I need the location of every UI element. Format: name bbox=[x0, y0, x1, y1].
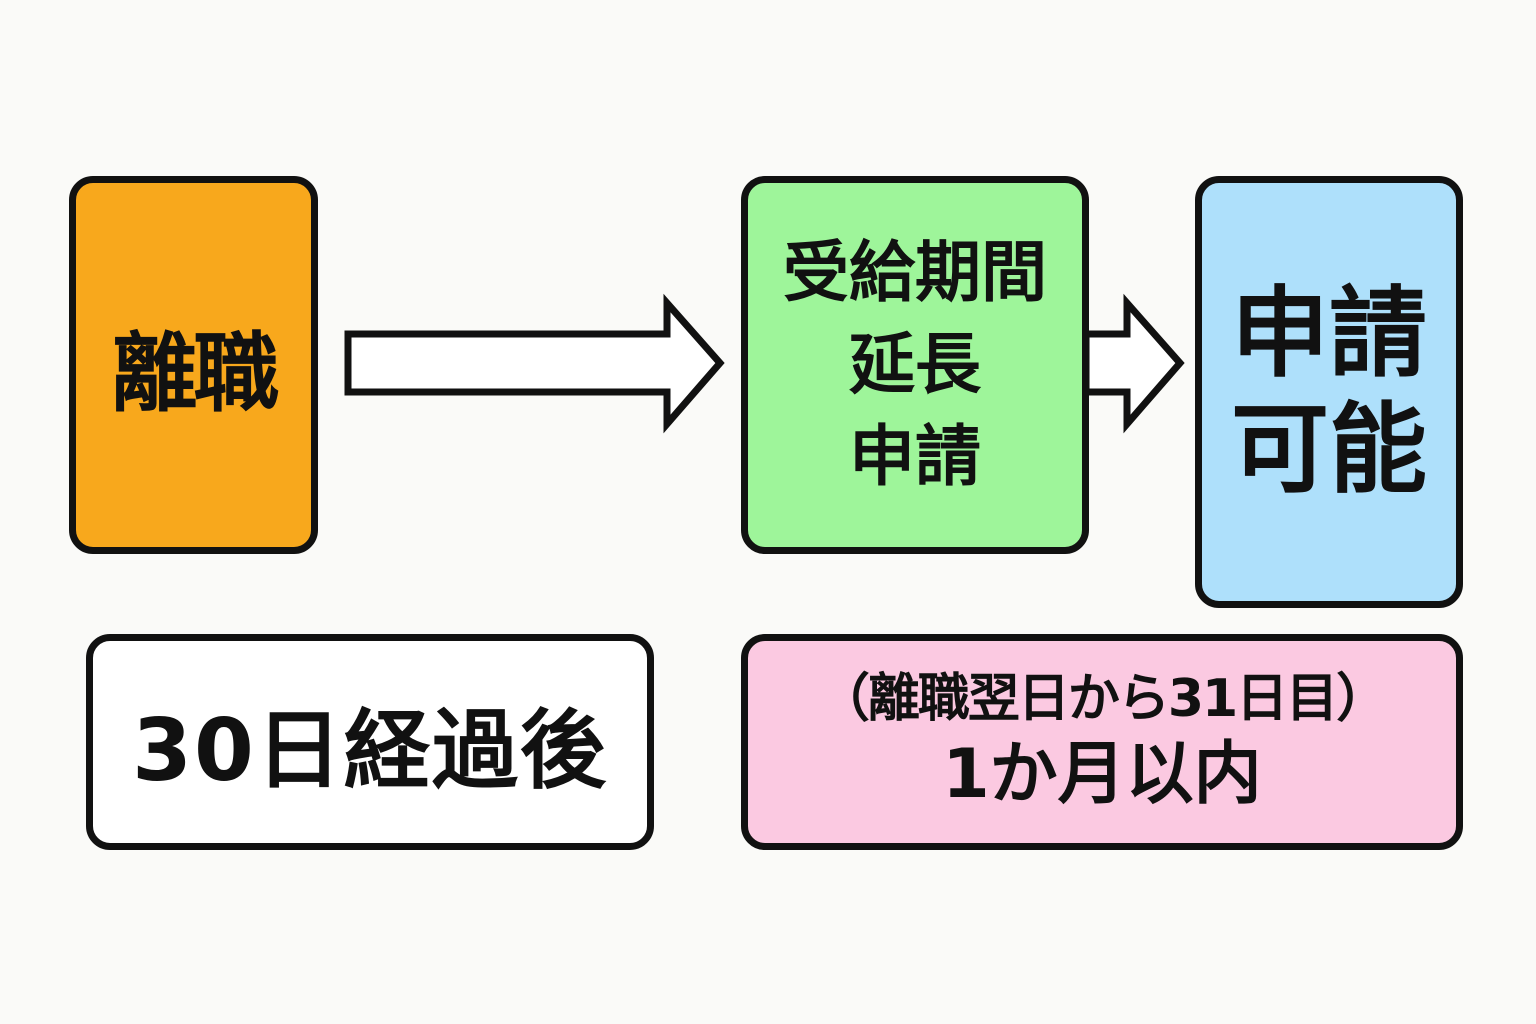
step-available-line-2: 可能 bbox=[1230, 393, 1427, 507]
step-application-available: 申請 可能 bbox=[1195, 176, 1463, 608]
step-leave-job: 離職 bbox=[69, 176, 318, 554]
step-extension-line-3: 申請 bbox=[849, 418, 981, 495]
step-leave-job-label: 離職 bbox=[111, 323, 280, 424]
step-extension-line-1: 受給期間 bbox=[783, 234, 1047, 311]
arrow-extension-to-available bbox=[1082, 293, 1185, 434]
step-available-line-1: 申請 bbox=[1230, 277, 1427, 391]
step-extension-application: 受給期間 延長 申請 bbox=[741, 176, 1089, 554]
deadline-subnote: （離職翌日から31日目） bbox=[817, 669, 1388, 729]
step-extension-line-2: 延長 bbox=[849, 326, 981, 403]
waiting-period-note: 30日経過後 bbox=[86, 634, 654, 850]
waiting-period-text: 30日経過後 bbox=[132, 700, 608, 801]
deadline-note: （離職翌日から31日目） 1か月以内 bbox=[741, 634, 1463, 850]
arrow-leave-to-extension bbox=[344, 293, 725, 434]
deadline-main-text: 1か月以内 bbox=[942, 734, 1262, 814]
